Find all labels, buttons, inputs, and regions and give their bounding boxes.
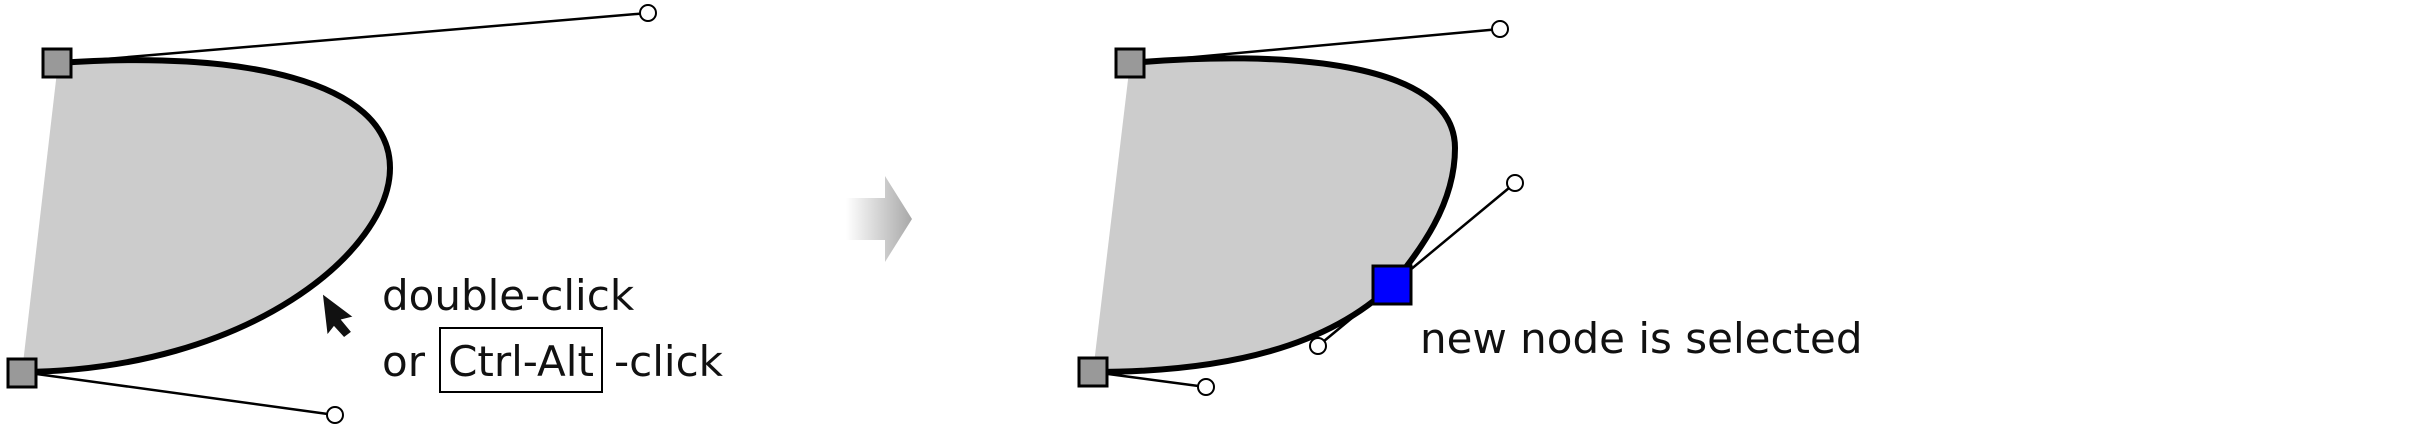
after-panel: new node is selected [1077,20,1863,396]
after-top-handle-line [1129,27,1501,65]
after-new-node-handle-circle-in[interactable] [1309,337,1327,355]
after-shape-fill [1093,58,1455,372]
new-selected-node[interactable] [1371,264,1413,306]
after-top-end-node[interactable] [1114,47,1146,79]
after-curve-path[interactable] [1092,55,1459,375]
before-bottom-end-node[interactable] [6,357,38,389]
before-panel: double-click or Ctrl-Alt -click [6,4,724,424]
before-top-handle-line [57,11,649,65]
after-caption: new node is selected [1420,314,1863,363]
before-top-end-node[interactable] [41,47,73,79]
after-bottom-end-node[interactable] [1077,356,1109,388]
instruction-double-click: double-click [382,271,635,320]
after-bottom-handle-line [1092,370,1207,389]
before-bottom-handle-circle[interactable] [326,406,344,424]
instruction-or: or [382,337,426,386]
after-new-node-handle-circle-out[interactable] [1506,174,1524,192]
after-top-handle-circle[interactable] [1491,20,1509,38]
before-curve-path[interactable] [21,57,394,375]
right-arrow-icon [846,176,912,262]
key-label-ctrl-alt: Ctrl-Alt [448,337,594,386]
before-bottom-handle-line [21,370,336,417]
instruction-click-suffix: -click [614,337,724,386]
before-top-handle-circle[interactable] [639,4,657,22]
after-bottom-handle-circle[interactable] [1197,378,1215,396]
arrow-pointer-icon [321,291,356,340]
key-box [439,327,603,393]
